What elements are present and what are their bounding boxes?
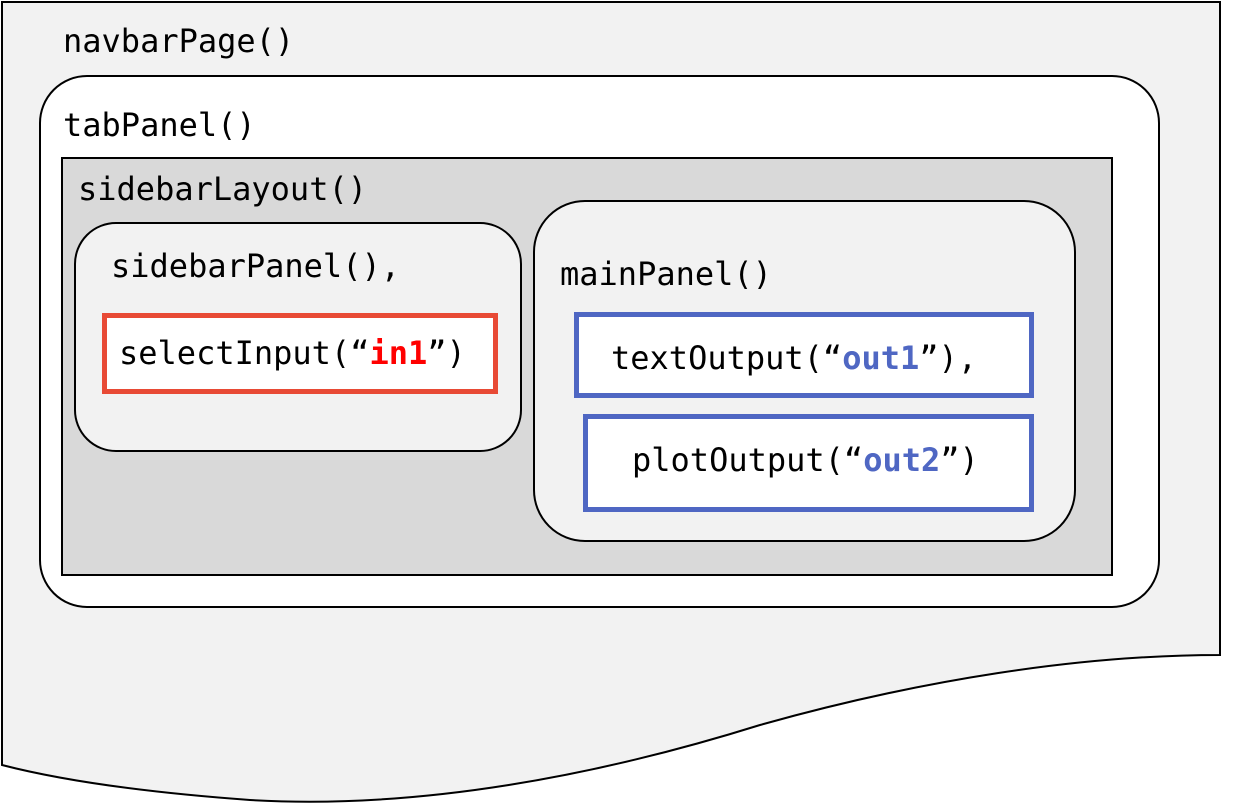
plot-output-box bbox=[583, 414, 1034, 512]
text-output-box bbox=[574, 312, 1034, 398]
select-input-label: selectInput(“in1”) bbox=[119, 334, 466, 372]
text-output-id: out1 bbox=[842, 339, 920, 377]
select-input-id: in1 bbox=[369, 334, 428, 372]
select-input-suffix: ”) bbox=[427, 334, 466, 372]
select-input-box bbox=[102, 313, 498, 394]
plot-output-prefix: plotOutput(“ bbox=[632, 441, 864, 479]
text-output-suffix: ”), bbox=[919, 339, 978, 377]
sidebar-layout-label: sidebarLayout() bbox=[78, 170, 367, 208]
plot-output-label: plotOutput(“out2”) bbox=[632, 441, 979, 479]
navbar-page-label: navbarPage() bbox=[63, 22, 295, 60]
text-output-label: textOutput(“out1”), bbox=[611, 339, 977, 377]
plot-output-id: out2 bbox=[863, 441, 941, 479]
sidebar-panel-label: sidebarPanel(), bbox=[111, 247, 400, 285]
main-panel-label: mainPanel() bbox=[560, 255, 772, 293]
select-input-prefix: selectInput(“ bbox=[119, 334, 370, 372]
plot-output-suffix: ”) bbox=[940, 441, 979, 479]
tab-panel-label: tabPanel() bbox=[63, 106, 256, 144]
text-output-prefix: textOutput(“ bbox=[611, 339, 843, 377]
